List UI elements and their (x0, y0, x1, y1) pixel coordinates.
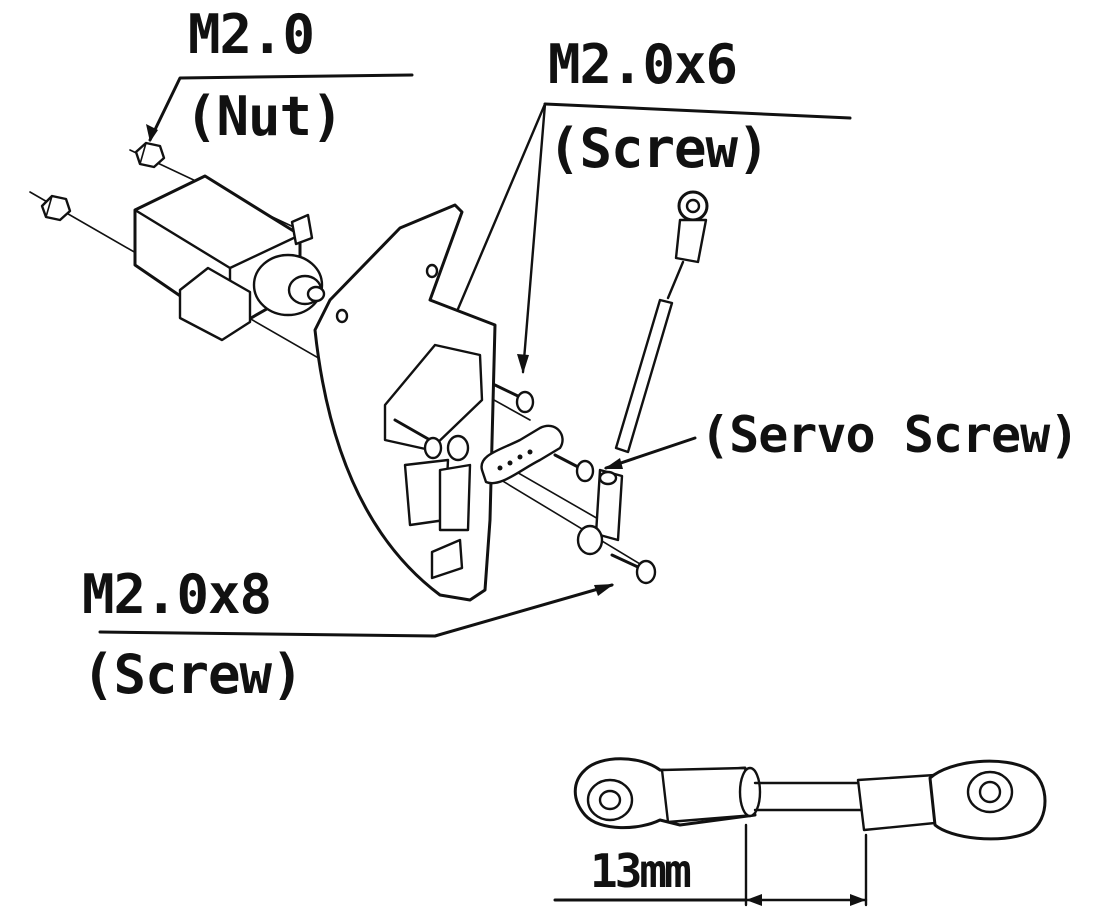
screw6-arrow-b (517, 354, 529, 374)
screw6-leader-line (543, 102, 852, 120)
nut-size-label: M2.0 (188, 3, 315, 66)
nut-left (40, 194, 72, 222)
screw-m2x8 (610, 553, 657, 585)
dimension-13mm (553, 823, 868, 907)
mounting-plate (313, 203, 497, 602)
nut-leader-line (148, 73, 414, 142)
servo-motor (133, 174, 326, 342)
screw8-leader-line (98, 583, 614, 638)
ball-link-detail (573, 757, 1047, 841)
screw-m2x6-a (393, 418, 443, 460)
servo-screw-arrow (604, 458, 623, 469)
screw8-type-label: (Screw) (82, 643, 304, 706)
screw8-arrow (594, 584, 614, 596)
screw6-leader-b (521, 102, 547, 374)
nut-top (134, 141, 166, 169)
servo-screw-label: (Servo Screw) (700, 406, 1079, 464)
screw-servo (553, 453, 595, 483)
pushrod (576, 190, 709, 556)
servo-horn (446, 424, 564, 485)
screw6-type-label: (Screw) (548, 117, 770, 180)
nut-type-label: (Nut) (185, 85, 344, 148)
link-length-label: 13mm (590, 844, 692, 898)
screw8-size-label: M2.0x8 (82, 563, 272, 626)
screw-m2x6-b (493, 383, 535, 414)
screw6-size-label: M2.0x6 (548, 33, 738, 96)
nut-leader-arrow (146, 124, 158, 142)
